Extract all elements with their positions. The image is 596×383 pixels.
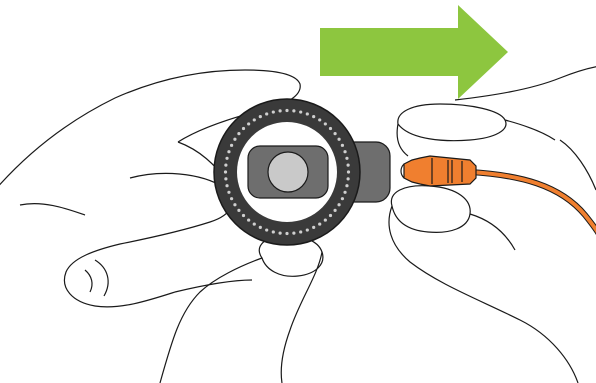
right-hand [389, 66, 596, 383]
ring-dot [329, 214, 332, 217]
ring-dot [233, 138, 236, 141]
ring-dot [285, 232, 288, 235]
ring-dot [312, 115, 315, 118]
ring-dot [312, 226, 315, 229]
ring-dot [230, 197, 233, 200]
ring-dot [225, 184, 228, 187]
ring-dot [237, 132, 240, 135]
device-button [268, 152, 308, 192]
connector-plug [401, 156, 476, 186]
ring-dot [318, 118, 321, 121]
ring-dot [347, 170, 350, 173]
ring-dot [279, 232, 282, 235]
ring-dot [230, 144, 233, 147]
ring-dot [343, 191, 346, 194]
ring-dot [285, 109, 288, 112]
cable [470, 172, 596, 236]
ring-dot [259, 226, 262, 229]
device-button-area [248, 146, 328, 198]
ring-dot [224, 164, 227, 167]
ring-dot [272, 110, 275, 113]
ring-dot [343, 150, 346, 153]
ring-dot [292, 109, 295, 112]
ring-dot [227, 150, 230, 153]
direction-arrow-icon [320, 5, 508, 99]
ring-dot [233, 203, 236, 206]
ring-dot [237, 209, 240, 212]
ring-dot [247, 122, 250, 125]
ring-dot [337, 138, 340, 141]
ring-dot [347, 177, 350, 180]
ring-dot [329, 127, 332, 130]
ring-dot [345, 157, 348, 160]
ring-dot [341, 197, 344, 200]
ring-dot [337, 203, 340, 206]
ring-dot [259, 115, 262, 118]
ring-dot [299, 110, 302, 113]
ring-dot [292, 232, 295, 235]
ring-dot [299, 230, 302, 233]
ring-dot [227, 191, 230, 194]
ring-dot [324, 122, 327, 125]
ring-dot [333, 132, 336, 135]
ring-dot [341, 144, 344, 147]
ring-dot [224, 170, 227, 173]
ring-dot [347, 164, 350, 167]
ring-dot [306, 228, 309, 231]
ring-dot [345, 184, 348, 187]
ring-dot [242, 214, 245, 217]
ring-dot [306, 112, 309, 115]
ring-dot [224, 177, 227, 180]
ring-dot [253, 118, 256, 121]
ring-dot [242, 127, 245, 130]
ring-dot [253, 222, 256, 225]
ring-dot [272, 230, 275, 233]
ring-dot [265, 112, 268, 115]
ring-dot [279, 109, 282, 112]
ring-dot [324, 218, 327, 221]
ring-dot [265, 228, 268, 231]
ring-dot [333, 209, 336, 212]
ring-dot [247, 218, 250, 221]
ring-dot [318, 222, 321, 225]
ring-dot [225, 157, 228, 160]
